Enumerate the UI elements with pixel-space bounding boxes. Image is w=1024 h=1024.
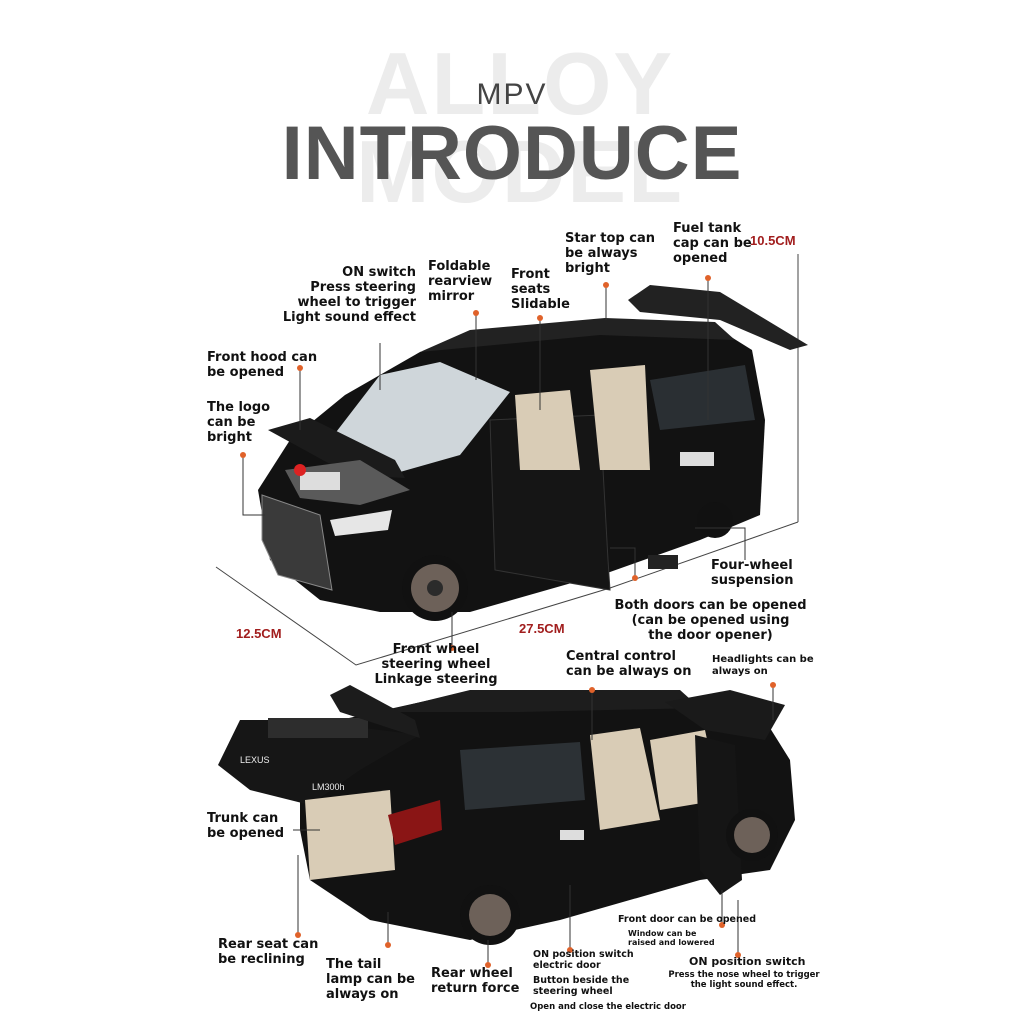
leader-dots [240, 275, 776, 968]
dimension-lines [215, 254, 799, 666]
label-on-switch: ON switch Press steering wheel to trigge… [282, 265, 416, 325]
label-on-electric-foot: Open and close the electric door [530, 1002, 686, 1012]
label-trunk: Trunk can be opened [207, 811, 285, 841]
bottom-car-image [218, 685, 795, 945]
page-title: INTRODUCE [281, 111, 743, 196]
rear-plates: LEXUS LM300h [240, 755, 345, 792]
subtitle: MPV [476, 78, 548, 111]
dimension-width: 12.5CM [236, 626, 282, 641]
label-foldable-mirror: Foldable rearview mirror [428, 259, 493, 304]
background-watermark-text: ALLOY MODEL [356, 34, 684, 221]
label-rear-seat: Rear seat can be reclining [218, 937, 319, 967]
label-front-door-title: Front door can be opened [618, 914, 756, 925]
label-front-hood: Front hood can be opened [207, 350, 318, 380]
dimension-height: 10.5CM [750, 233, 796, 248]
label-central-control: Central control can be always on [566, 649, 692, 679]
label-on-electric-title: ON position switch electric door [533, 949, 634, 971]
leader-lines [242, 278, 774, 965]
label-logo: The logo can be bright [207, 400, 271, 445]
plate-right: LM300h [312, 782, 345, 792]
label-tail-lamp: The tail lamp can be always on [326, 957, 415, 1002]
label-front-wheel: Front wheel steering wheel Linkage steer… [374, 642, 498, 687]
label-both-doors: Both doors can be opened (can be opened … [614, 598, 807, 643]
label-front-door-sub: Window can be raised and lowered [628, 929, 715, 948]
label-on-nose-sub: Press the nose wheel to trigger the ligh… [668, 970, 820, 990]
plate-left: LEXUS [240, 755, 270, 765]
label-star-top: Star top can be always bright [565, 231, 655, 276]
label-on-nose-title: ON position switch [689, 955, 806, 968]
label-on-electric-sub: Button beside the steering wheel [533, 975, 630, 997]
label-headlights: Headlights can be always on [712, 654, 814, 677]
dimension-length: 27.5CM [519, 621, 565, 636]
label-four-wheel: Four-wheel suspension [711, 558, 794, 588]
label-front-seats: Front seats Slidable [511, 267, 570, 312]
label-rear-wheel: Rear wheel return force [431, 966, 520, 996]
label-fuel-tank: Fuel tank cap can be opened [673, 221, 752, 266]
top-car-image [258, 285, 808, 621]
